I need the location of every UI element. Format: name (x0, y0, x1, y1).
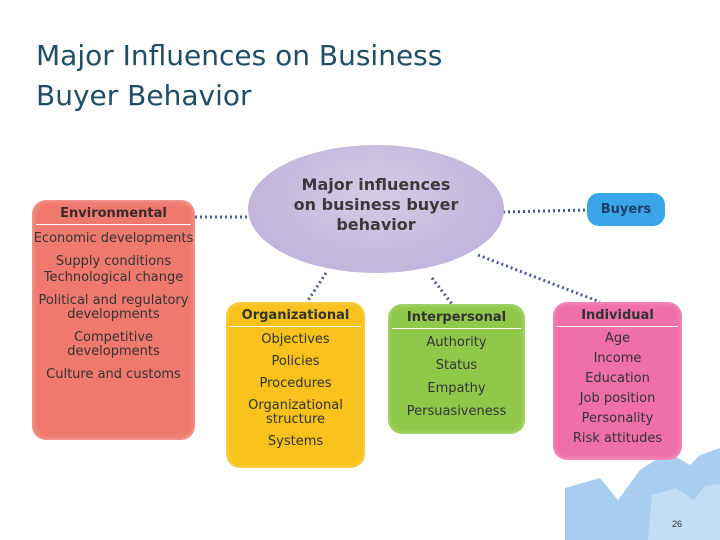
individual-item: Education (553, 372, 682, 386)
interpersonal-heading: Interpersonal (392, 304, 521, 329)
environmental-item: Economic developments (32, 232, 195, 246)
interpersonal-item: Persuasiveness (388, 405, 525, 419)
individual-item: Risk attitudes (553, 432, 682, 446)
interpersonal-box: Interpersonal Authority Status Empathy P… (388, 304, 525, 434)
connector-individual (478, 255, 600, 302)
organizational-item: Procedures (226, 377, 365, 391)
interpersonal-item: Empathy (388, 382, 525, 396)
center-ellipse: Major influences on business buyer behav… (248, 145, 504, 273)
individual-item: Income (553, 352, 682, 366)
organizational-item: Organizational structure (226, 399, 365, 427)
interpersonal-list: Authority Status Empathy Persuasiveness (388, 336, 525, 419)
organizational-list: Objectives Policies Procedures Organizat… (226, 333, 365, 449)
connector-interpersonal (432, 278, 452, 304)
environmental-heading: Environmental (36, 200, 191, 225)
connector-buyers (503, 210, 588, 212)
individual-item: Job position (553, 392, 682, 406)
environmental-list: Economic developments Supply conditions … (32, 232, 195, 382)
connector-organizational (307, 273, 326, 302)
environmental-item: Supply conditions (32, 255, 195, 269)
individual-heading: Individual (557, 302, 678, 327)
individual-item: Personality (553, 412, 682, 426)
individual-item: Age (553, 332, 682, 346)
buyers-box: Buyers (587, 193, 665, 226)
page-number: 26 (672, 519, 682, 529)
center-label: Major influences on business buyer behav… (291, 175, 461, 235)
interpersonal-item: Status (388, 359, 525, 373)
buyers-label: Buyers (601, 202, 652, 217)
individual-list: Age Income Education Job position Person… (553, 332, 682, 446)
environmental-item: Competitive developments (32, 331, 195, 359)
environmental-box: Environmental Economic developments Supp… (32, 200, 195, 440)
organizational-item: Systems (226, 435, 365, 449)
individual-box: Individual Age Income Education Job posi… (553, 302, 682, 460)
environmental-item: Culture and customs (32, 368, 195, 382)
environmental-item: Technological change (32, 271, 195, 285)
organizational-box: Organizational Objectives Policies Proce… (226, 302, 365, 468)
organizational-heading: Organizational (230, 302, 361, 327)
organizational-item: Policies (226, 355, 365, 369)
interpersonal-item: Authority (388, 336, 525, 350)
environmental-item: Political and regulatory developments (32, 294, 195, 322)
organizational-item: Objectives (226, 333, 365, 347)
